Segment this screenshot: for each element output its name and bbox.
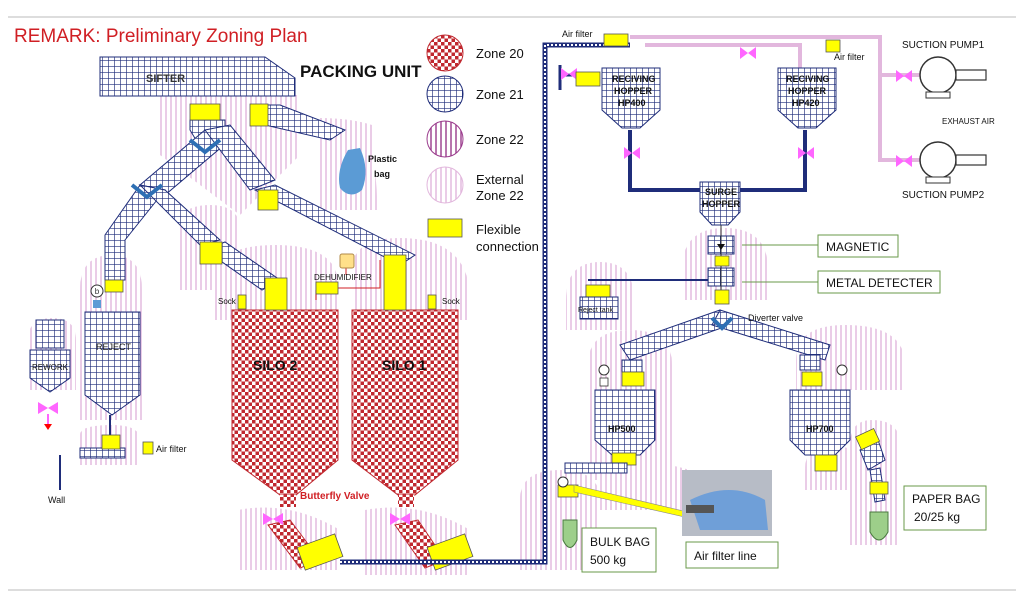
callout-box-metal — [817, 270, 941, 294]
label-hp420-b: HOPPER — [788, 86, 827, 96]
label-metal-detecter: METAL DETECTER — [826, 276, 933, 290]
label-bulk-bag-weight: 500 kg — [590, 553, 626, 567]
label-hp400-c: HP400 — [618, 98, 646, 108]
label-reject-tank: Reject tank — [578, 307, 614, 314]
label-exhaust-air: EXHAUST AIR — [942, 117, 995, 126]
label-air-filter-left: Air filter — [156, 444, 187, 454]
flexible-connections-right — [575, 33, 841, 87]
svg-text:b: b — [95, 287, 100, 296]
flexible-connections-left — [101, 103, 474, 571]
legend-label-connection: connection — [476, 239, 539, 254]
label-air-filter-right: Air filter — [834, 52, 865, 62]
unit-title: PACKING UNIT — [300, 62, 422, 81]
label-sock-left: Sock — [218, 297, 237, 306]
legend-label-flexible: Flexible — [476, 222, 521, 237]
hopper-hp500 — [557, 359, 701, 521]
hopper-valves — [561, 47, 912, 167]
label-sock-right: Sock — [442, 297, 461, 306]
label-reject: REJECT — [96, 342, 132, 352]
callout-box-bulk-bag — [581, 527, 657, 573]
label-hp700: HP700 — [806, 424, 834, 434]
legend-swatch-flexible — [427, 218, 463, 238]
surge-hopper — [579, 181, 831, 361]
label-surge-b: HOPPER — [702, 199, 741, 209]
label-air-filter-top: Air filter — [562, 29, 593, 39]
label-magnetic: MAGNETIC — [826, 240, 890, 254]
legend-label-external-zone: Zone 22 — [476, 188, 524, 203]
label-diverter-valve: Diverter valve — [748, 313, 803, 323]
pneumatic-line — [340, 42, 630, 565]
label-dehumidifier: DEHUMIDIFIER — [314, 273, 372, 282]
label-hp420-c: HP420 — [792, 98, 820, 108]
label-suction-pump-2: SUCTION PUMP2 — [902, 190, 985, 201]
legend-label-zone21: Zone 21 — [476, 87, 524, 102]
air-filter-photo — [682, 470, 772, 536]
dehumidifier-lines — [315, 253, 381, 300]
label-air-filter-line: Air filter line — [694, 549, 757, 563]
label-butterfly-valve: Butterfly Valve — [300, 491, 370, 502]
hopper-hp420 — [777, 67, 837, 129]
callout-box-paper-bag — [903, 485, 987, 531]
plastic-bag-shape — [339, 148, 366, 195]
silo-1 — [351, 309, 459, 507]
legend-label-zone20: Zone 20 — [476, 46, 524, 61]
hopper-hp400 — [601, 67, 661, 129]
label-hp400-a: RECIVING — [612, 74, 656, 84]
label-silo-1: SILO 1 — [382, 357, 427, 373]
label-paper-bag: PAPER BAG — [912, 492, 980, 506]
reject-system: b — [29, 284, 141, 490]
legend-label-external: External — [476, 172, 524, 187]
label-hp400-b: HOPPER — [614, 86, 653, 96]
hopper-hp700 — [789, 354, 889, 503]
label-hp420-a: RECIVING — [786, 74, 830, 84]
legend-swatch-zone21 — [426, 75, 464, 113]
label-bulk-bag: BULK BAG — [590, 535, 650, 549]
label-plastic: Plastic — [368, 154, 397, 164]
sifter-system — [99, 56, 416, 291]
bags — [562, 511, 889, 548]
legend-swatch-zone20 — [426, 34, 464, 72]
legend: Zone 20 Zone 21 Zone 22 External Zone 22… — [426, 34, 539, 254]
label-sifter: SIFTER — [146, 73, 185, 85]
page-title: REMARK: Preliminary Zoning Plan — [14, 26, 308, 47]
label-wall: Wall — [48, 495, 65, 505]
legend-swatch-external — [426, 166, 464, 204]
callout-box-magnetic — [817, 234, 899, 258]
label-silo-2: SILO 2 — [253, 357, 298, 373]
label-hp500: HP500 — [608, 424, 636, 434]
label-paper-bag-weight: 20/25 kg — [914, 510, 960, 524]
suction-pumps — [919, 56, 987, 184]
legend-swatch-zone22 — [426, 120, 464, 158]
legend-label-zone22: Zone 22 — [476, 132, 524, 147]
label-bag: bag — [374, 169, 390, 179]
callout-box-air-filter-line — [685, 541, 779, 569]
label-suction-pump-1: SUCTION PUMP1 — [902, 40, 985, 51]
label-rework: REWORK — [32, 363, 69, 372]
label-surge-a: SURGE — [705, 187, 737, 197]
silo-2 — [231, 309, 339, 507]
